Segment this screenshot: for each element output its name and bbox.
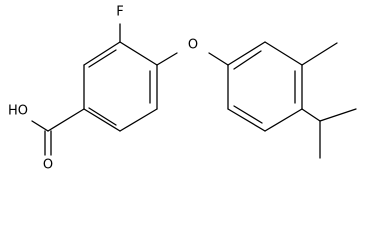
methyl-bond [301,42,338,66]
ring1-bond-c3-c4 [119,108,158,132]
ring2-bond-c1-c2 [227,41,266,66]
o-c-ether-bond [208,52,229,66]
fluorine-atom-label: F [116,5,123,20]
ring2-inner-double-bond [233,50,262,70]
ether-oxygen-label: O [188,38,198,53]
ring1-bond-c6-c1 [83,41,121,66]
ring2-bond-c2-c3 [264,41,303,66]
benzoic-acid-ring [83,41,158,132]
ring1-inner-double-bond [88,107,117,126]
c-oh-bond [31,120,49,132]
chemical-structure-diagram: F O HO O [8,5,357,173]
ring2-bond-c4-c5 [264,108,303,132]
isopropyl-methyl-bond [319,108,357,122]
c-o-ether-bond [156,52,178,66]
hydroxyl-label: HO [8,104,28,119]
ring2-bond-c5-c6 [227,108,266,132]
ring1-bond-c4-c5 [83,108,121,132]
carbonyl-oxygen-label: O [43,158,53,173]
ring-carboxyl-bond [47,108,85,132]
ring1-bond-c1-c2 [119,41,158,66]
ring1-inner-double-bond [88,49,117,68]
cumyl-ring [227,41,303,132]
isopropyl-ch-bond [301,108,321,122]
ring2-inner-double-bond [233,105,263,124]
